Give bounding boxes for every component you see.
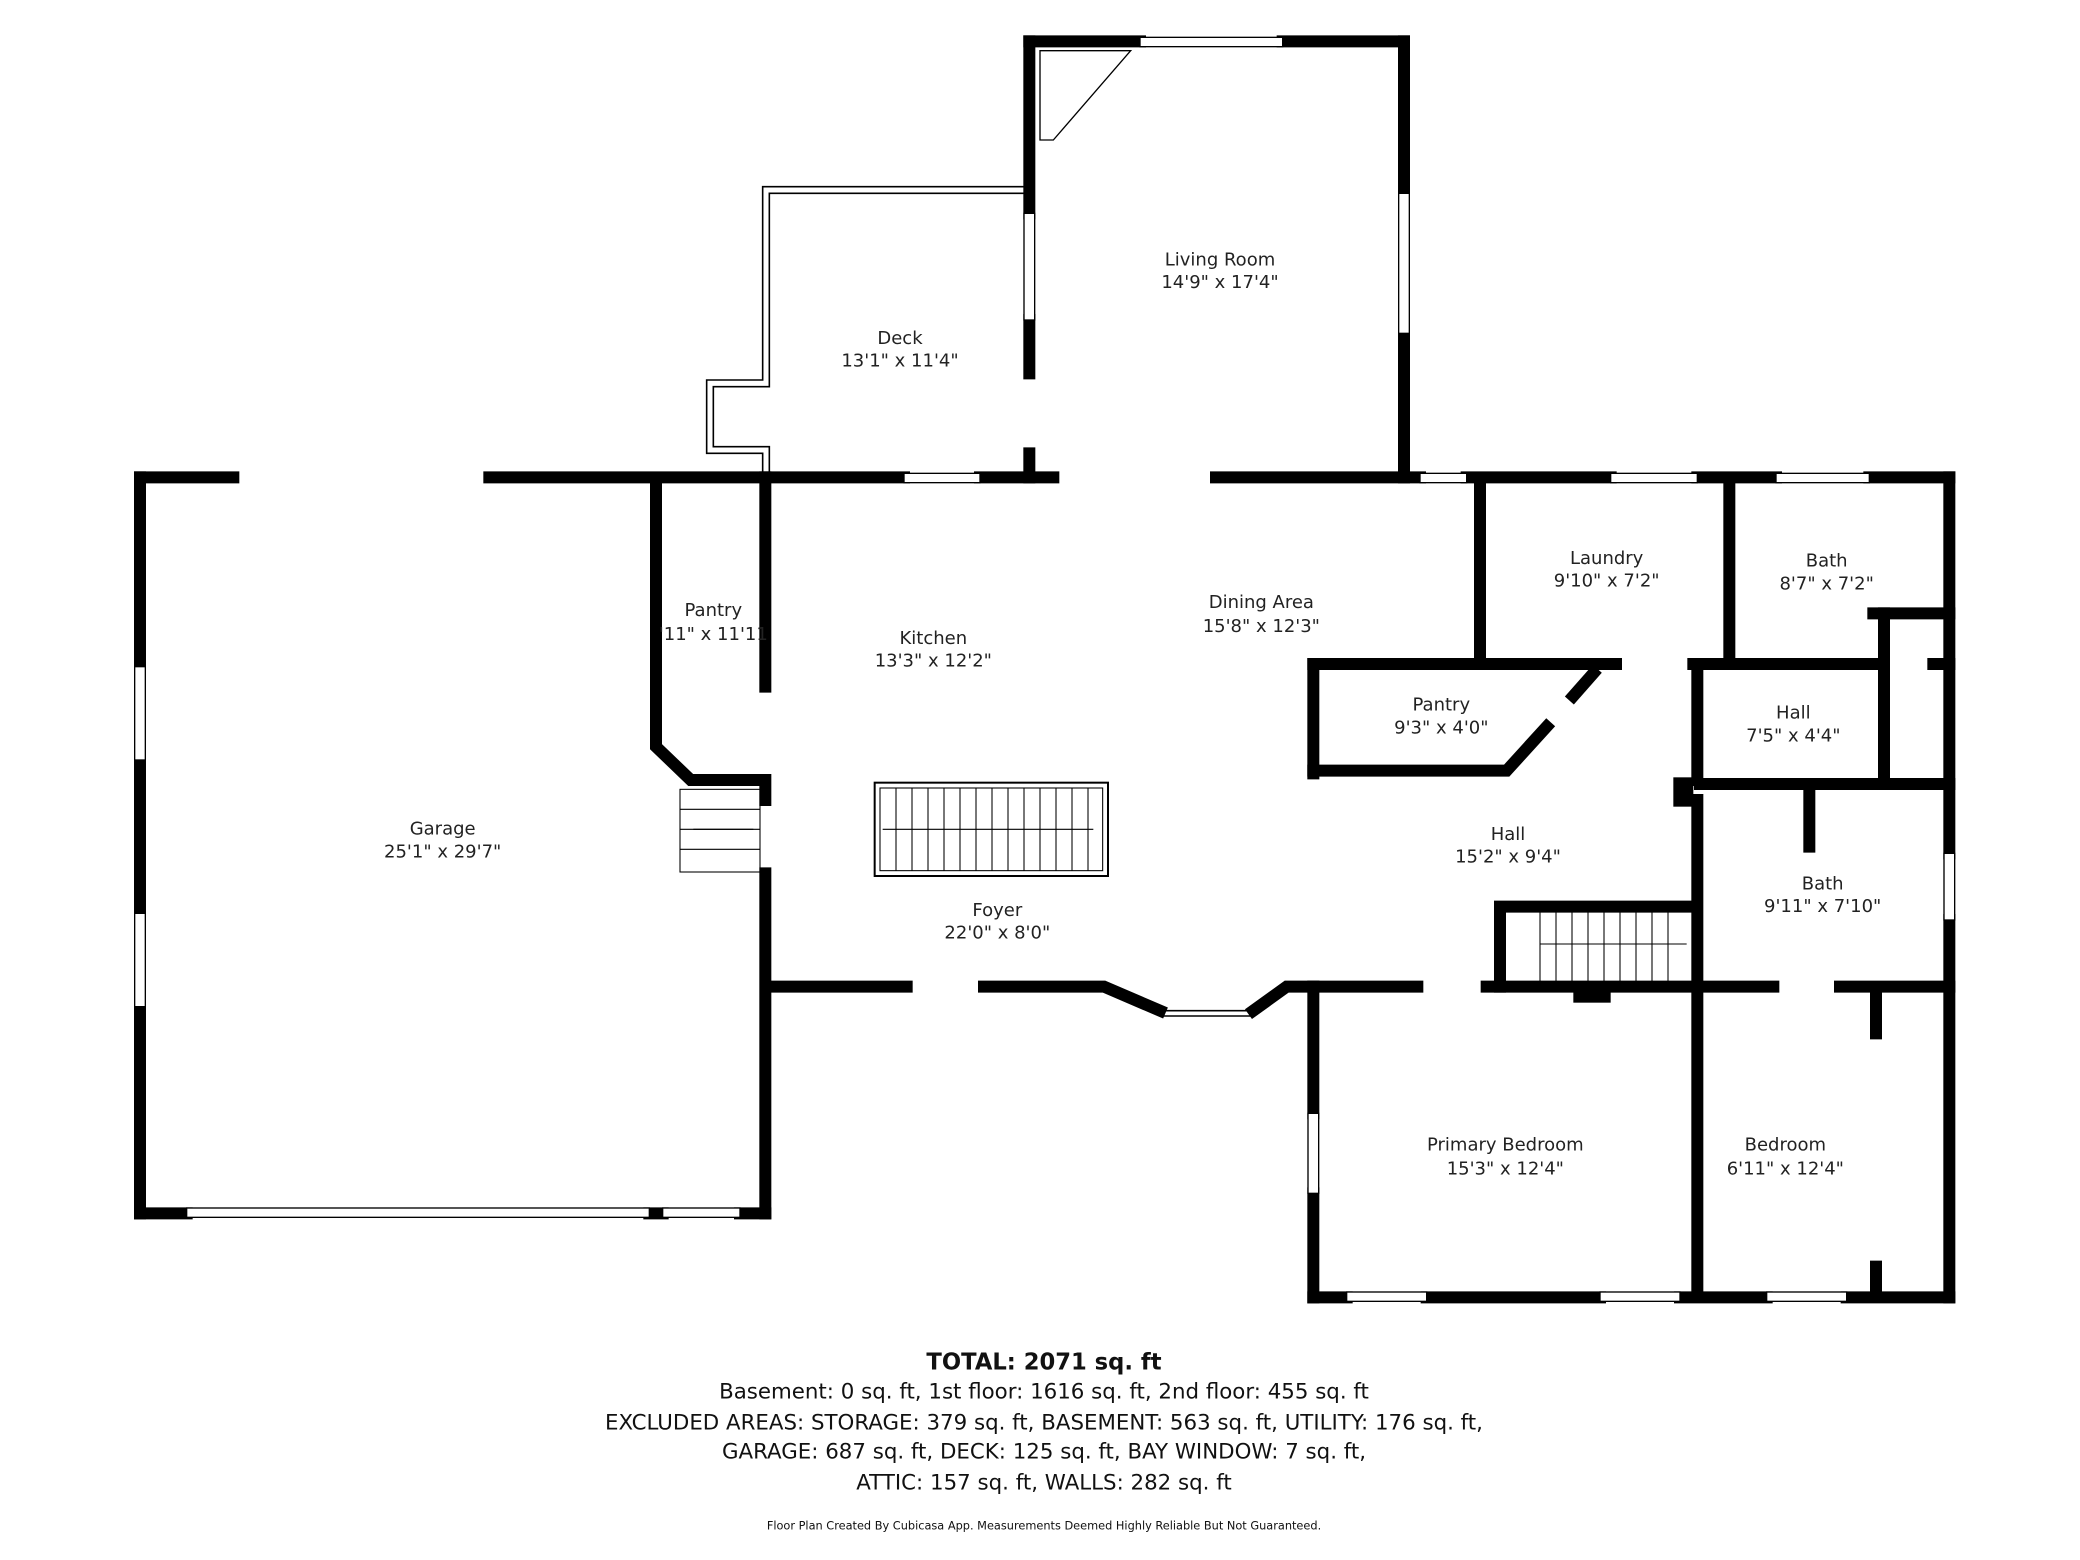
- room-size-foyer: 22'0" x 8'0": [944, 923, 1050, 944]
- room-name-bath: Bath: [1806, 551, 1848, 572]
- room-size-deck: 13'1" x 11'4": [841, 351, 958, 372]
- room-size-primary-bedroom: 15'3" x 12'4": [1447, 1159, 1564, 1180]
- room-name-hall: Hall: [1491, 824, 1526, 845]
- room-size-hall: 15'2" x 9'4": [1455, 847, 1561, 868]
- room-size-laundry: 9'10" x 7'2": [1554, 571, 1660, 592]
- room-size-dining-area: 15'8" x 12'3": [1203, 616, 1320, 637]
- room-name-pantry-2: Pantry: [1413, 695, 1471, 716]
- room-size-kitchen: 13'3" x 12'2": [875, 651, 992, 672]
- room-name-laundry: Laundry: [1570, 548, 1644, 569]
- room-size-living-room: 14'9" x 17'4": [1161, 272, 1278, 293]
- room-name-foyer: Foyer: [972, 900, 1022, 921]
- stairs: [679, 781, 1687, 982]
- total-area: TOTAL: 2071 sq. ft: [926, 1349, 1161, 1375]
- room-size-pantry: '11" x 11'11: [659, 624, 768, 645]
- room-name-primary-bedroom: Primary Bedroom: [1427, 1135, 1584, 1156]
- room-size-bath-2: 9'11" x 7'10": [1764, 896, 1881, 917]
- room-name-garage: Garage: [410, 819, 476, 840]
- room-name-bedroom: Bedroom: [1745, 1135, 1826, 1156]
- room-size-hall-small: 7'5" x 4'4": [1746, 725, 1840, 746]
- disclaimer: Floor Plan Created By Cubicasa App. Meas…: [767, 1518, 1321, 1532]
- excluded-areas-3: ATTIC: 157 sq. ft, WALLS: 282 sq. ft: [856, 1470, 1232, 1495]
- room-size-garage: 25'1" x 29'7": [384, 841, 501, 862]
- room-name-hall-small: Hall: [1776, 703, 1811, 724]
- room-name-bath-2: Bath: [1802, 873, 1844, 894]
- excluded-areas-2: GARAGE: 687 sq. ft, DECK: 125 sq. ft, BA…: [722, 1440, 1366, 1465]
- room-name-dining-area: Dining Area: [1209, 592, 1314, 613]
- room-name-deck: Deck: [877, 328, 923, 349]
- room-size-pantry-2: 9'3" x 4'0": [1394, 717, 1488, 738]
- area-summary: TOTAL: 2071 sq. ft Basement: 0 sq. ft, 1…: [605, 1349, 1483, 1532]
- room-size-bedroom: 6'11" x 12'4": [1727, 1159, 1844, 1180]
- room-labels: Living Room 14'9" x 17'4" Deck 13'1" x 1…: [384, 249, 1881, 1179]
- room-name-kitchen: Kitchen: [900, 628, 968, 649]
- room-name-pantry: Pantry: [685, 600, 743, 621]
- excluded-areas-1: EXCLUDED AREAS: STORAGE: 379 sq. ft, BAS…: [605, 1410, 1483, 1435]
- room-size-bath: 8'7" x 7'2": [1779, 573, 1873, 594]
- room-name-living-room: Living Room: [1165, 249, 1276, 270]
- windows: [134, 36, 1956, 1302]
- walls: [134, 35, 1956, 1304]
- floor-areas: Basement: 0 sq. ft, 1st floor: 1616 sq. …: [719, 1380, 1369, 1405]
